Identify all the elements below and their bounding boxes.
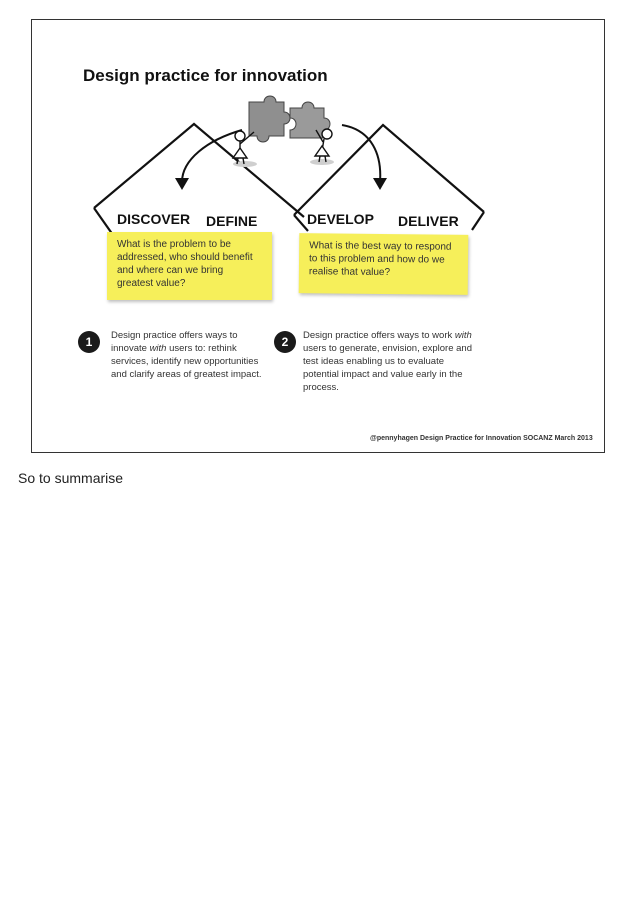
stage-discover: DISCOVER: [117, 211, 191, 227]
sticky-note-right: What is the best way to respond to this …: [298, 233, 469, 295]
person-figure-icon: [231, 130, 257, 167]
stage-develop: DEVELOP: [307, 211, 374, 227]
diamond-right: [293, 123, 485, 232]
caption-text: So to summarise: [18, 470, 124, 486]
note-text: users to: rethink services, identify new…: [111, 343, 262, 380]
slide-title: Design practice for innovation: [83, 66, 328, 85]
step-badge-1: 1: [78, 331, 100, 353]
arrowhead-left: [175, 178, 189, 190]
note-emphasis: with: [149, 343, 167, 354]
stage-define: DEFINE: [206, 213, 258, 229]
sticky-note-left: What is the problem to be addressed, who…: [107, 232, 272, 300]
double-diamond-diagram: [93, 95, 485, 246]
credit-line: @pennyhagen Design Practice for Innovati…: [370, 435, 593, 442]
note-text: users to generate, envision, explore and…: [303, 343, 472, 393]
note-develop-deliver: Design practice offers ways to work with…: [303, 329, 481, 394]
arrowhead-right: [373, 178, 387, 190]
note-text: Design practice offers ways to innovate: [111, 330, 238, 354]
curved-arrow-icon: [181, 124, 382, 183]
slide: Design practice for innovation DISCOVER …: [31, 19, 605, 453]
stage-deliver: DELIVER: [398, 213, 459, 229]
step-badge-2: 2: [274, 331, 296, 353]
person-figure-icon: [310, 128, 334, 165]
note-discover-define: Design practice offers ways to innovate …: [111, 329, 271, 381]
note-text: Design practice offers ways to work: [303, 330, 455, 341]
note-emphasis: with: [454, 330, 472, 341]
puzzle-piece-icon: [248, 95, 331, 143]
